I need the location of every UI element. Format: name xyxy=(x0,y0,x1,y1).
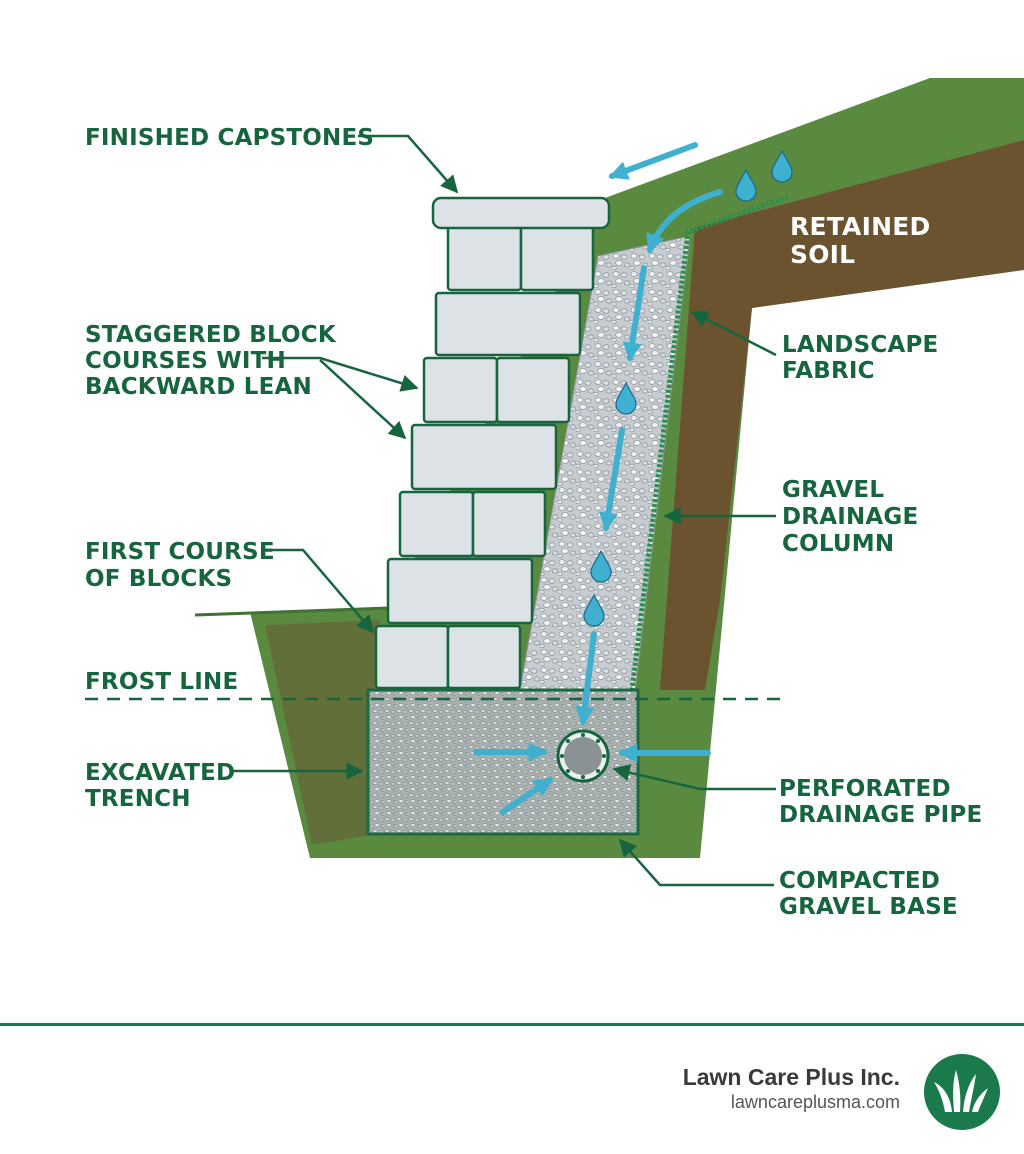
leader-pipe xyxy=(612,764,776,791)
water-flow-arrow-icon xyxy=(646,189,723,254)
capstone xyxy=(431,196,611,230)
label-retained-soil-line-2: SOIL xyxy=(790,240,855,269)
wall-block xyxy=(446,624,522,690)
leader-staggered-lower xyxy=(319,359,407,440)
company-name: Lawn Care Plus Inc. xyxy=(682,1064,900,1090)
wall-block xyxy=(471,490,547,558)
label-finished-capstones: FINISHED CAPSTONES xyxy=(85,125,374,151)
water-flow-arrow-icon xyxy=(599,427,625,532)
water-flow-arrow-icon xyxy=(575,631,597,726)
wall-block xyxy=(519,225,595,292)
label-staggered-line-3: BACKWARD LEAN xyxy=(85,374,312,400)
label-landscape-fabric-line-1: LANDSCAPE xyxy=(782,332,938,358)
leader-staggered-upper xyxy=(262,356,419,392)
label-trench-line-1: EXCAVATED xyxy=(85,760,235,786)
label-gravel-column-line-1: GRAVEL xyxy=(782,477,884,503)
water-drop-icon xyxy=(615,381,637,415)
wall-block xyxy=(422,356,499,424)
label-frost-line: FROST LINE xyxy=(85,669,238,695)
leader-base xyxy=(618,838,774,887)
water-drop-icon xyxy=(583,593,605,627)
grass-blades-logo-icon xyxy=(924,1054,1000,1130)
label-first-course-line-1: FIRST COURSE xyxy=(85,539,275,565)
wall-block xyxy=(410,423,558,491)
leader-first-course xyxy=(262,548,375,634)
wall-block xyxy=(434,291,582,357)
landscape-fabric xyxy=(629,194,789,691)
water-drop-icon xyxy=(771,149,793,183)
label-staggered-line-1: STAGGERED BLOCK xyxy=(85,322,337,348)
wall-block xyxy=(374,624,450,690)
label-pipe-line-1: PERFORATED xyxy=(779,776,951,802)
water-flow-arrow-icon xyxy=(500,777,554,815)
label-retained-soil-line-1: RETAINED xyxy=(790,212,930,241)
label-base-line-2: GRAVEL BASE xyxy=(779,894,958,920)
label-base-line-1: COMPACTED xyxy=(779,868,940,894)
label-gravel-column-line-3: COLUMN xyxy=(782,531,894,557)
company-website: lawncareplusma.com xyxy=(730,1092,900,1112)
wall-block xyxy=(386,557,534,625)
retained-soil-brown xyxy=(660,140,1024,690)
footer-divider xyxy=(0,1023,1024,1026)
label-pipe-line-2: DRAINAGE PIPE xyxy=(779,802,982,828)
ground-surface-line xyxy=(194,606,389,617)
water-drops xyxy=(583,149,793,627)
label-trench-line-2: TRENCH xyxy=(85,786,191,812)
leader-capstones xyxy=(358,134,459,194)
label-gravel-column-line-2: DRAINAGE xyxy=(782,504,918,530)
label-first-course-line-2: OF BLOCKS xyxy=(85,566,232,592)
water-flow-arrow-icon xyxy=(622,265,647,362)
wall-block xyxy=(398,490,475,558)
trench-soil xyxy=(265,620,380,845)
retaining-wall-diagram: FINISHED CAPSTONES STAGGERED BLOCK COURS… xyxy=(85,78,1024,920)
perforated-drainage-pipe xyxy=(556,729,610,783)
water-flow-arrows xyxy=(473,142,723,815)
label-landscape-fabric-line-2: FABRIC xyxy=(782,358,875,384)
water-flow-arrow-icon xyxy=(608,142,698,180)
leader-landscape-fabric xyxy=(690,310,777,357)
water-drop-icon xyxy=(735,168,757,202)
leader-lines xyxy=(232,134,777,887)
wall-block xyxy=(495,356,571,424)
wall-block xyxy=(446,225,523,292)
block-courses xyxy=(374,225,595,690)
water-drop-icon xyxy=(590,549,612,583)
label-staggered-line-2: COURSES WITH xyxy=(85,348,286,374)
